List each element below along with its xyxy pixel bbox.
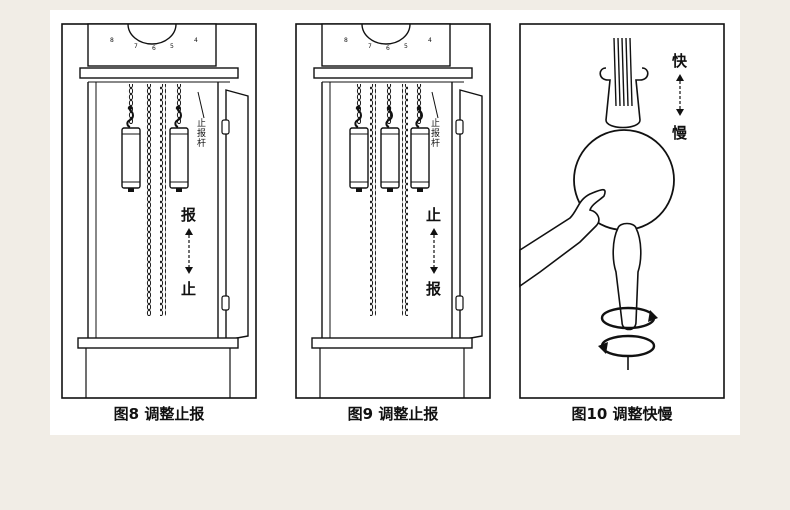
dial-numeral: 6	[152, 45, 156, 52]
clock-dial-arc	[361, 23, 411, 45]
top-molding	[313, 67, 473, 79]
rod-label-char: 止报杆	[431, 117, 440, 149]
panel-fig10: 快 慢	[519, 23, 725, 399]
clock-dial-arc	[127, 23, 177, 45]
dial-numeral: 5	[404, 43, 408, 50]
label-top: 报	[181, 206, 196, 224]
weight	[349, 127, 369, 193]
dial-numeral: 8	[110, 37, 114, 44]
dial-numeral: 7	[134, 43, 138, 50]
caption-fig9: 图9 调整止报	[348, 405, 439, 423]
hand-turning-nut	[612, 222, 642, 331]
label-bottom: 慢	[672, 124, 688, 142]
pendulum-suspension	[613, 37, 633, 107]
bottom-molding	[311, 337, 473, 349]
weight	[121, 127, 141, 193]
panel-fig9: 8 7 6 5 4 止报杆 止 报	[295, 23, 491, 399]
caption-fig8: 图8 调整止报	[114, 405, 205, 423]
label-bottom: 止	[181, 280, 196, 298]
rod-label: 止报杆	[197, 117, 206, 149]
panel-fig8: 8 7 6 5 4 止报杆 报 止	[61, 23, 257, 399]
weight	[410, 127, 430, 193]
clock-adjustment-diagram: 8 7 6 5 4 止报杆 报 止	[61, 23, 725, 423]
dial-numeral: 6	[386, 45, 390, 52]
chain	[402, 84, 408, 316]
hand-holding-bob	[519, 188, 606, 288]
rod-label: 止报杆	[431, 117, 440, 149]
cabinet-door	[459, 89, 483, 341]
panel-frame	[295, 23, 491, 399]
dial-numeral: 4	[428, 37, 432, 44]
door-hinge	[455, 119, 464, 135]
chain	[416, 84, 422, 124]
label-bottom: 报	[426, 280, 441, 298]
dial-numeral: 4	[194, 37, 198, 44]
chain	[175, 84, 181, 124]
dial-numeral: 8	[344, 37, 348, 44]
chain	[355, 84, 361, 124]
label-top: 止	[426, 206, 441, 224]
door-hinge	[455, 295, 464, 311]
clock-dial-box	[321, 23, 451, 67]
chain	[370, 84, 376, 316]
rod-label-char: 止报杆	[197, 117, 206, 149]
chain	[386, 84, 392, 124]
pendulum-bracket	[599, 67, 649, 129]
clock-dial-box	[87, 23, 217, 67]
dial-numeral: 7	[368, 43, 372, 50]
chain	[127, 84, 133, 124]
diagram-sheet: 8 7 6 5 4 止报杆 报 止	[50, 10, 740, 435]
door-hinge	[221, 119, 230, 135]
caption-fig10: 图10 调整快慢	[571, 405, 673, 423]
label-top: 快	[672, 52, 688, 70]
cabinet-door	[225, 89, 249, 341]
top-molding	[79, 67, 239, 79]
panel-frame	[61, 23, 257, 399]
chain	[160, 84, 166, 316]
bottom-molding	[77, 337, 239, 349]
chain	[145, 84, 151, 316]
door-hinge	[221, 295, 230, 311]
weight	[169, 127, 189, 193]
weight	[380, 127, 400, 193]
dial-numeral: 5	[170, 43, 174, 50]
